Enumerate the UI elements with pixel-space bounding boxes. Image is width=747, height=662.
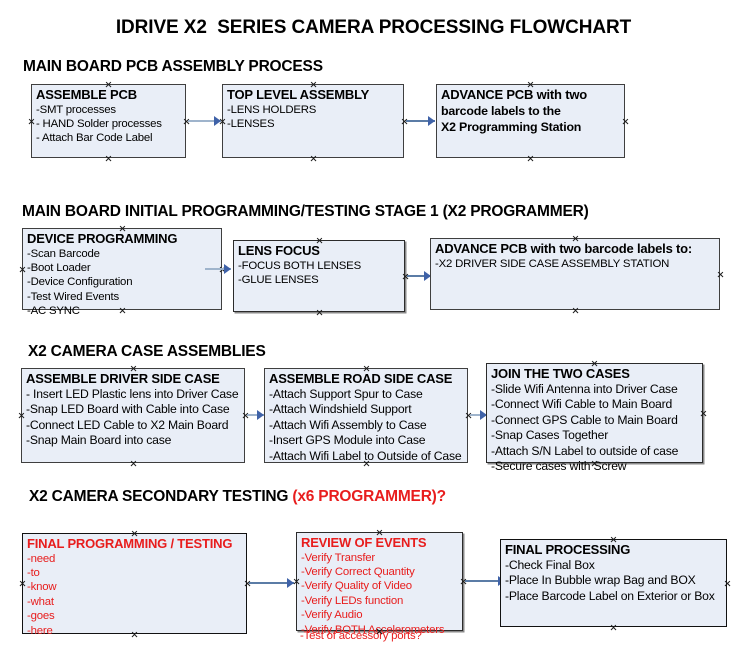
section-header-text: X2 CAMERA SECONDARY TESTING [29, 488, 293, 505]
box-title: DEVICE PROGRAMMING [27, 231, 178, 246]
box-line: - Attach Bar Code Label [36, 132, 153, 145]
box-line: -Connect GPS Cable to Main Board [491, 412, 678, 427]
box-review-of-events[interactable]: REVIEW OF EVENTS -Verify Transfer -Verif… [296, 532, 463, 636]
box-assemble-pcb[interactable]: ASSEMBLE PCB -SMT processes - HAND Solde… [31, 84, 186, 158]
box-line: X2 Programming Station [441, 119, 582, 134]
connector-arrow [465, 576, 505, 586]
box-title: FINAL PROCESSING [505, 542, 631, 557]
box-line: -SMT processes [36, 103, 116, 116]
section-header-text: MAIN BOARD INITIAL PROGRAMMING/TESTING S… [22, 203, 589, 220]
box-device-programming[interactable]: DEVICE PROGRAMMING -Scan Barcode -Boot L… [22, 228, 222, 317]
box-line: -Attach Wifi Label to Outside of Case [269, 448, 462, 463]
box-line: -Slide Wifi Antenna into Driver Case [491, 381, 678, 396]
box-final-processing[interactable]: FINAL PROCESSING -Check Final Box -Place… [500, 539, 727, 627]
box-lens-focus[interactable]: LENS FOCUS -FOCUS BOTH LENSES -GLUE LENS… [233, 240, 405, 312]
box-join-the-two-cases[interactable]: JOIN THE TWO CASES -Slide Wifi Antenna i… [486, 363, 703, 473]
page-title: IDRIVE X2 SERIES CAMERA PROCESSING FLOWC… [115, 17, 632, 38]
box-title: FINAL PROGRAMMING / TESTING [27, 536, 233, 551]
section-header-accent-text: (x6 PROGRAMMER)? [292, 488, 446, 505]
box-line: -AC SYNC [27, 305, 80, 318]
box-line: -Attach Wifi Assembly to Case [269, 417, 427, 432]
box-line: -Snap Cases Together [491, 428, 609, 442]
box-line: barcode labels to the [441, 103, 561, 118]
section-header-text: X2 CAMERA CASE ASSEMBLIES [28, 343, 266, 360]
box-line: -Insert GPS Module into Case [269, 433, 426, 447]
box-line: -Connect Wifi Cable to Main Board [491, 397, 673, 411]
box-line: -Device Configuration [27, 276, 133, 289]
box-advance-pcb-programming-station[interactable]: ADVANCE PCB with two barcode labels to t… [436, 84, 625, 158]
box-line: -Attach Support Spur to Case [269, 386, 423, 401]
connector-arrow [188, 116, 221, 126]
box-line: -Attach S/N Label to outside of case [491, 443, 679, 458]
box-line: -Verify BOTH Accelerometers [301, 623, 445, 636]
box-line: -need [27, 552, 56, 565]
box-line: -Attach Windshield Support [269, 402, 412, 416]
box-line: -Check Final Box [505, 557, 595, 572]
box-title: ADVANCE PCB with two barcode labels to: [435, 241, 693, 256]
box-line: -know [27, 581, 57, 594]
box-line: -Test Wired Events [27, 290, 119, 303]
box-title: REVIEW OF EVENTS [301, 535, 427, 550]
box-line: -FOCUS BOTH LENSES [238, 259, 361, 272]
box-advance-pcb-driver-side-case[interactable]: ADVANCE PCB with two barcode labels to: … [430, 238, 720, 310]
box-line: -X2 DRIVER SIDE CASE ASSEMBLY STATION [435, 257, 670, 270]
section-header-x2-camera-secondary-testing: X2 CAMERA SECONDARY TESTING (x6 PROGRAMM… [29, 488, 446, 506]
box-title: ASSEMBLE PCB [36, 87, 137, 102]
box-title: JOIN THE TWO CASES [491, 366, 630, 381]
box-overflow-line: -Test of accessory ports? [300, 630, 422, 642]
box-line: -Place Barcode Label on Exterior or Box [505, 588, 715, 603]
box-final-programming-testing[interactable]: FINAL PROGRAMMING / TESTING -need -to -k… [22, 533, 247, 637]
box-line: -Snap Main Board into case [26, 433, 172, 447]
box-line: -Connect LED Cable to X2 Main Board [26, 417, 229, 432]
box-line: -Secure cases with Screw [491, 459, 627, 473]
box-title: LENS FOCUS [238, 243, 320, 258]
box-line: - Insert LED Plastic lens into Driver Ca… [26, 386, 239, 401]
box-assemble-driver-side-case[interactable]: ASSEMBLE DRIVER SIDE CASE - Insert LED P… [21, 368, 245, 463]
box-title: ADVANCE PCB with two [441, 87, 587, 102]
box-line: -Place In Bubble wrap Bag and BOX [505, 573, 696, 587]
box-line: -Verify Quality of Video [301, 580, 412, 593]
connector-arrow [247, 410, 264, 420]
box-line: -Verify Transfer [301, 551, 376, 564]
connector-arrow [406, 116, 435, 126]
connector-arrow [470, 410, 487, 420]
box-line: - HAND Solder processes [36, 117, 162, 130]
box-line: -LENS HOLDERS [227, 103, 317, 116]
connector-arrow [407, 271, 431, 281]
box-assemble-road-side-case[interactable]: ASSEMBLE ROAD SIDE CASE -Attach Support … [264, 368, 468, 463]
box-line: -what [27, 595, 54, 608]
box-line: -Verify Correct Quantity [301, 565, 415, 578]
box-line: -LENSES [227, 117, 275, 130]
connector-arrow [249, 578, 294, 588]
box-title: ASSEMBLE ROAD SIDE CASE [269, 371, 453, 386]
box-line: -GLUE LENSES [238, 273, 319, 286]
box-top-level-assembly[interactable]: TOP LEVEL ASSEMBLY -LENS HOLDERS -LENSES [222, 84, 404, 158]
box-title: TOP LEVEL ASSEMBLY [227, 87, 370, 102]
box-line: -Verify LEDs function [301, 594, 404, 607]
box-line: -here [27, 624, 53, 637]
box-line: -Boot Loader [27, 261, 91, 274]
box-line: -Scan Barcode [27, 247, 100, 260]
box-line: -goes [27, 610, 55, 623]
section-header-x2-camera-case-assemblies: X2 CAMERA CASE ASSEMBLIES [28, 343, 266, 361]
section-header-initial-programming-testing-stage-1: MAIN BOARD INITIAL PROGRAMMING/TESTING S… [22, 203, 589, 221]
box-title: ASSEMBLE DRIVER SIDE CASE [26, 371, 220, 386]
section-header-text: MAIN BOARD PCB ASSEMBLY PROCESS [23, 58, 323, 75]
section-header-main-board-pcb-assembly: MAIN BOARD PCB ASSEMBLY PROCESS [23, 58, 323, 76]
box-line: -Snap LED Board with Cable into Case [26, 402, 230, 416]
box-line: -to [27, 566, 40, 579]
box-line: -Verify Audio [301, 609, 363, 622]
